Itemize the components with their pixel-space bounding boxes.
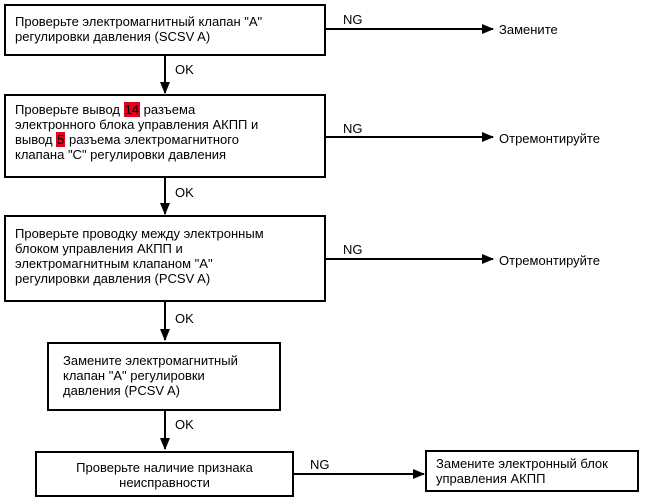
step-2-line-1-after: разъема	[140, 102, 196, 117]
ng-label-1: NG	[343, 12, 363, 27]
ok-label-3: OK	[175, 311, 194, 326]
replace-ecu-box: Замените электронный блок управления АКП…	[425, 450, 639, 492]
step-5-line-1: Проверьте наличие признака	[76, 460, 253, 475]
connector-pin-highlight-14: 14	[123, 102, 141, 117]
result-repair-2: Отремонтируйте	[499, 253, 600, 268]
ng-label-2: NG	[343, 121, 363, 136]
ng-label-3: NG	[343, 242, 363, 257]
step-2-line-3: вывод 5 разъема электромагнитного	[15, 132, 258, 147]
ok-label-4: OK	[175, 417, 194, 432]
connector-pin-highlight-5: 5	[56, 132, 66, 147]
replace-ecu-line-1: Замените электронный блок	[436, 456, 608, 471]
ok-label-2: OK	[175, 185, 194, 200]
step-2-line-3-before: вывод	[15, 132, 57, 147]
step-2-line-1-before: Проверьте вывод	[15, 102, 124, 117]
result-repair-1: Отремонтируйте	[499, 131, 600, 146]
step-4-line-3: давления (PCSV A)	[63, 383, 180, 398]
step-2-line-1: Проверьте вывод 14 разъема	[15, 102, 258, 117]
step-2-line-4: клапана "C" регулировки давления	[15, 147, 227, 162]
ng-label-4: NG	[310, 457, 330, 472]
ok-label-1: OK	[175, 62, 194, 77]
step-1-line-1: Проверьте электромагнитный клапан "A"	[15, 14, 263, 29]
step-2-line-3-after: разъема электромагнитного	[65, 132, 239, 147]
step-1-box: Проверьте электромагнитный клапан "A" ре…	[4, 4, 326, 56]
step-4-line-2: клапан "A" регулировки	[63, 368, 205, 383]
replace-ecu-line-2: управления АКПП	[436, 471, 546, 486]
step-5-box: Проверьте наличие признака неисправности	[35, 451, 294, 497]
step-3-line-3: электромагнитным клапаном "A"	[15, 256, 213, 271]
step-4-box: Замените электромагнитный клапан "A" рег…	[47, 342, 281, 411]
step-2-box: Проверьте вывод 14 разъема электронного …	[4, 94, 326, 178]
step-1-line-2: регулировки давления (SCSV A)	[15, 29, 211, 44]
step-2-line-2: электронного блока управления АКПП и	[15, 117, 259, 132]
step-3-box: Проверьте проводку между электронным бло…	[4, 215, 326, 302]
step-3-line-1: Проверьте проводку между электронным	[15, 226, 264, 241]
result-replace: Замените	[499, 22, 558, 37]
step-5-line-2: неисправности	[119, 475, 210, 490]
step-3-line-2: блоком управления АКПП и	[15, 241, 183, 256]
step-3-line-4: регулировки давления (PCSV A)	[15, 271, 211, 286]
step-4-line-1: Замените электромагнитный	[63, 353, 238, 368]
